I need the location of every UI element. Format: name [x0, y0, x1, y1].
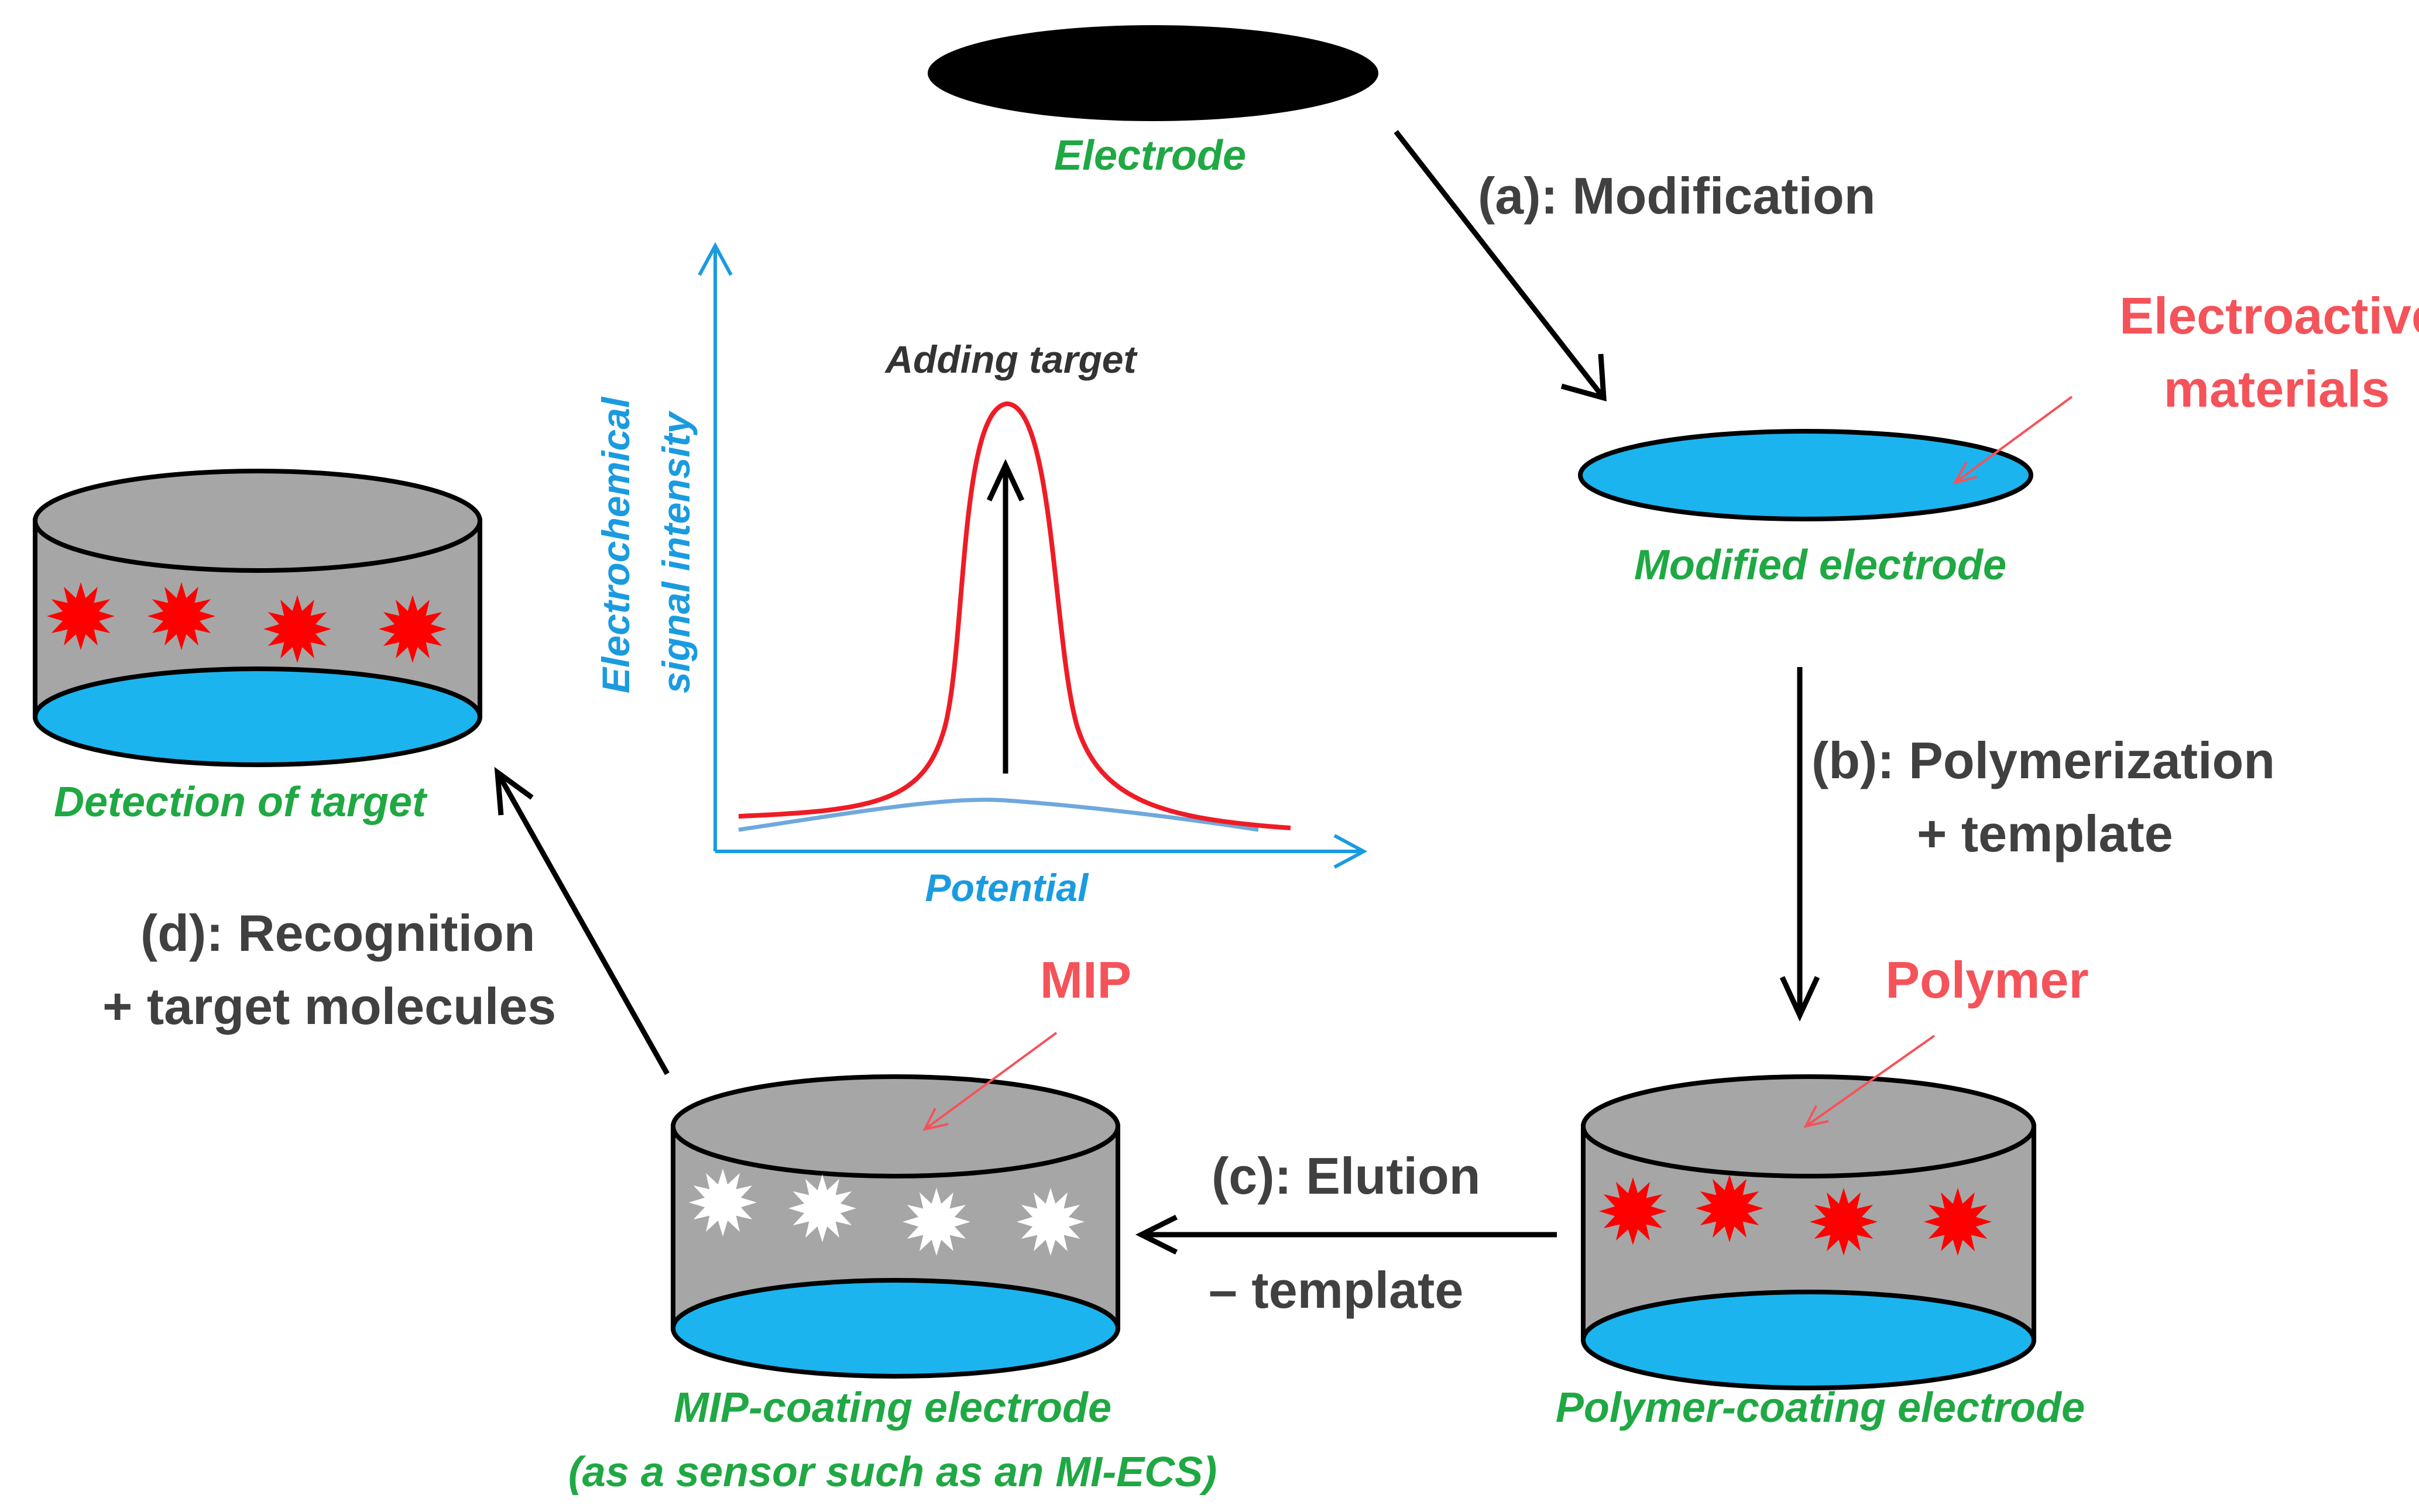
- label-mip: MIP: [1040, 951, 1131, 1009]
- label-electrode: Electrode: [1054, 132, 1246, 179]
- cavity-star: [689, 1169, 757, 1236]
- signal-graph: Adding target Potential Electrochemical …: [594, 242, 1368, 909]
- cavity-star: [788, 1174, 856, 1242]
- bound-target-star: [263, 595, 331, 663]
- graph-annotation: Adding target: [884, 338, 1138, 381]
- mip-pointer: [922, 1032, 1058, 1131]
- step-b-label-line2: + template: [1917, 805, 2173, 862]
- x-axis: [715, 834, 1368, 869]
- template-star: [1696, 1174, 1763, 1242]
- step-d-label-line2: + target molecules: [102, 977, 556, 1035]
- graph-ylabel-line1: Electrochemical: [594, 396, 637, 693]
- detection-electrode-top: [33, 469, 482, 573]
- detection-electrode-base: [33, 666, 482, 767]
- arrow-b: [1779, 667, 1820, 1022]
- cavity-star: [903, 1188, 970, 1256]
- template-star: [1599, 1177, 1667, 1245]
- electroactive-pointer: [1952, 396, 2073, 485]
- step-c-label-line1: (c): Elution: [1212, 1147, 1480, 1205]
- bare-electrode: [928, 25, 1378, 121]
- polymer-pointer: [1803, 1035, 1936, 1128]
- step-b-label-line1: (b): Polymerization: [1811, 731, 2275, 789]
- graph-xlabel: Potential: [925, 866, 1089, 909]
- detection-electrode: [33, 469, 482, 767]
- step-c-label-line2: – template: [1209, 1261, 1463, 1319]
- label-polymer-coating-electrode: Polymer-coating electrode: [1556, 1384, 2085, 1431]
- increase-arrow: [986, 459, 1025, 774]
- label-electroactive-line1: Electroactive: [2119, 287, 2419, 345]
- step-a-label: (a): Modification: [1478, 167, 1875, 225]
- step-d-label-line1: (d): Recognition: [140, 904, 536, 962]
- graph-ylabel-line2: signal intensity: [654, 410, 698, 693]
- y-axis: [698, 242, 733, 851]
- template-star: [1924, 1188, 1992, 1256]
- target-peak-curve: [738, 401, 1291, 830]
- label-electroactive-line2: materials: [2164, 360, 2390, 418]
- cavity-star: [1017, 1188, 1085, 1256]
- label-modified-electrode: Modified electrode: [1634, 542, 2006, 589]
- mip-electrode-base: [671, 1278, 1120, 1379]
- template-star: [1810, 1188, 1878, 1256]
- polymer-electrode-base: [1581, 1290, 2036, 1390]
- label-mip-coating-line2: (as a sensor such as an MI-ECS): [568, 1449, 1217, 1496]
- mip-electrode-top: [671, 1074, 1120, 1178]
- baseline-curve: [738, 798, 1259, 832]
- arrow-d: [494, 767, 670, 1075]
- bound-target-star: [147, 582, 215, 650]
- mip-coated-electrode: [671, 1074, 1120, 1379]
- label-polymer: Polymer: [1885, 951, 2088, 1009]
- label-detection-of-target: Detection of target: [54, 779, 428, 826]
- bound-target-star: [379, 595, 447, 663]
- arrow-a: [1394, 130, 1607, 402]
- bare-electrode-disk: [928, 25, 1378, 121]
- modified-electrode-disk: [1578, 429, 2033, 521]
- bound-target-star: [47, 582, 115, 650]
- label-mip-coating-line1: MIP-coating electrode: [674, 1384, 1111, 1431]
- arrow-c: [1135, 1214, 1557, 1255]
